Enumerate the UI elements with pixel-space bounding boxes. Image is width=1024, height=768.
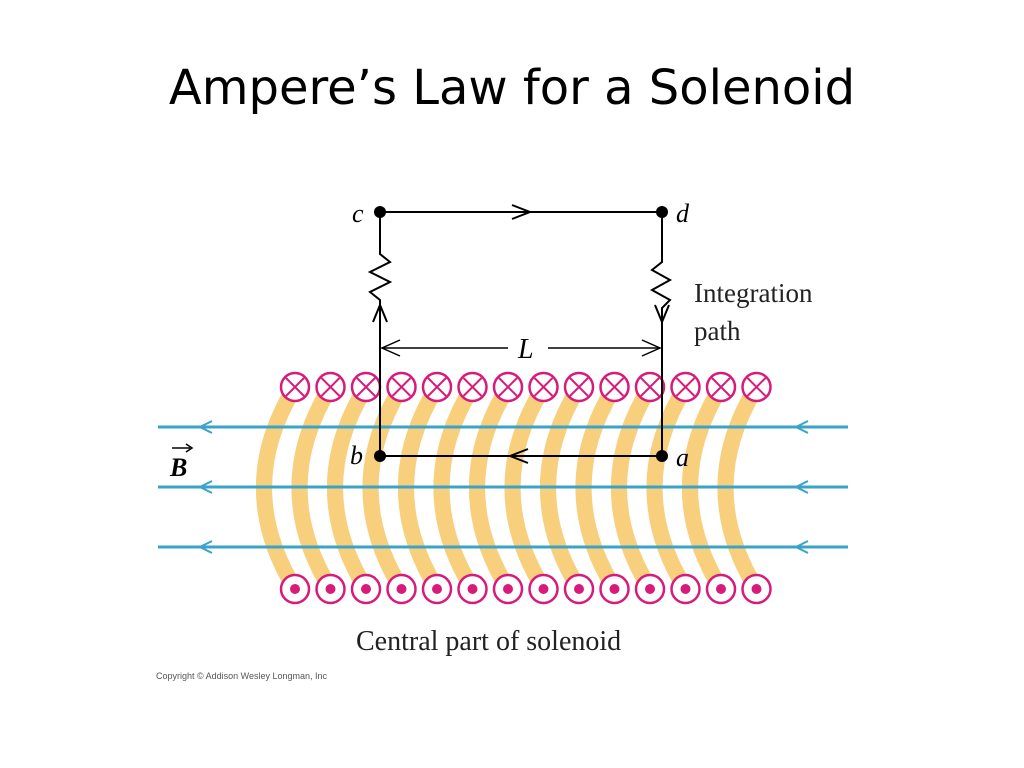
wire-into-page-icon (421, 371, 453, 403)
wire-out-of-page-icon (599, 573, 630, 605)
wire-into-page-icon (705, 371, 737, 403)
field-arrow-icon (793, 420, 809, 434)
integration-path: c d b a (350, 199, 690, 472)
magnetic-field-lines (158, 420, 848, 554)
path-arrow-icon (511, 204, 533, 220)
wire-into-page-icon (315, 371, 346, 403)
wire-out-of-page-icon (563, 573, 595, 605)
length-label: L (517, 334, 534, 365)
field-label: B (169, 453, 187, 482)
path-arrow-icon (372, 302, 388, 323)
path-segment-bc (367, 212, 393, 456)
wire-out-of-page-icon (634, 573, 666, 605)
point-d-dot (656, 206, 668, 218)
field-arrow-icon (793, 480, 809, 494)
field-arrow-icon (197, 480, 213, 494)
field-arrow-icon (197, 540, 213, 554)
wire-into-page-icon (634, 371, 666, 403)
point-c-label: c (352, 199, 364, 228)
wire-out-of-page-icon (386, 573, 417, 605)
point-d-label: d (676, 199, 690, 228)
integration-path-label-line2: path (694, 316, 741, 346)
figure-caption: Central part of solenoid (356, 626, 621, 657)
path-arrow-icon (654, 304, 670, 325)
wire-into-page-icon (457, 371, 488, 403)
wire-out-of-page-icon (670, 573, 701, 605)
integration-path-label-line1: Integration (694, 278, 813, 308)
wire-out-of-page-icon (279, 573, 311, 605)
wire-out-of-page-icon (421, 573, 453, 605)
wire-into-page-icon (741, 371, 772, 403)
wire-into-page-icon (670, 371, 701, 403)
field-label-group: B (169, 443, 194, 482)
path-arrow-icon (507, 448, 529, 464)
wires-into-page (279, 371, 772, 403)
wire-out-of-page-icon (315, 573, 346, 605)
field-arrow-icon (197, 420, 213, 434)
field-arrow-icon (793, 540, 809, 554)
wire-out-of-page-icon (457, 573, 488, 605)
point-c-dot (374, 206, 386, 218)
wire-into-page-icon (563, 371, 595, 403)
wire-out-of-page-icon (741, 573, 772, 605)
wire-into-page-icon (528, 371, 559, 403)
dimension-arrow-icon (641, 339, 662, 357)
wire-into-page-icon (279, 371, 311, 403)
path-segment-da (649, 212, 673, 456)
wire-out-of-page-icon (705, 573, 737, 605)
point-b-dot (374, 450, 386, 462)
wire-into-page-icon (599, 371, 630, 403)
wire-out-of-page-icon (492, 573, 524, 605)
vector-arrow-icon (185, 443, 194, 453)
point-b-label: b (350, 441, 363, 470)
dimension-arrow-icon (380, 339, 401, 357)
point-a-dot (656, 450, 668, 462)
copyright-note: Copyright © Addison Wesley Longman, Inc (156, 671, 328, 681)
point-a-label: a (676, 443, 689, 472)
slide-title: Ampere’s Law for a Solenoid (168, 60, 856, 116)
wire-into-page-icon (350, 371, 382, 403)
wire-into-page-icon (386, 371, 417, 403)
wires-out-of-page (279, 573, 772, 605)
wire-into-page-icon (492, 371, 524, 403)
wire-out-of-page-icon (350, 573, 382, 605)
wire-out-of-page-icon (528, 573, 559, 605)
length-dimension: L (380, 334, 662, 365)
